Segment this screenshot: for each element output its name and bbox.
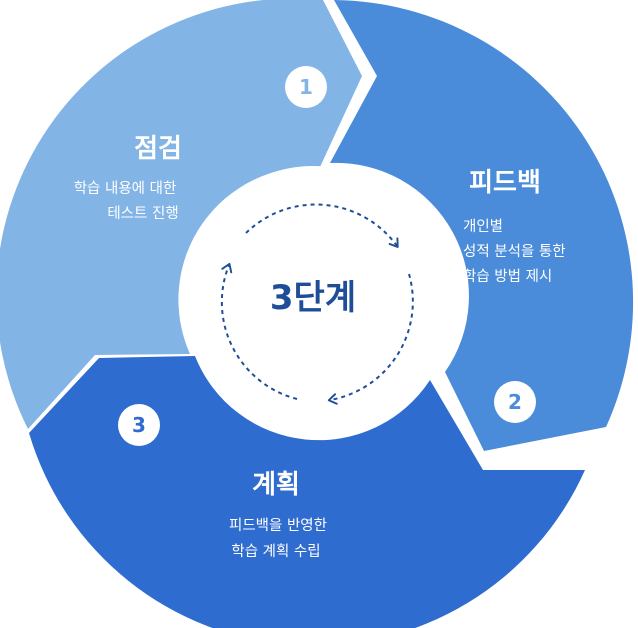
step-3-badge: 3 <box>118 404 160 446</box>
dashed-arrow-left <box>220 262 298 400</box>
step-1-badge: 1 <box>285 66 327 108</box>
step-3-title: 계획 <box>252 470 300 500</box>
step-3-desc-line-1: 피드백을 반영한 <box>229 517 327 534</box>
segment-feedback <box>330 0 634 451</box>
step-1-title: 점검 <box>134 134 182 164</box>
step-1-desc-line-1: 학습 내용에 대한 <box>74 180 177 197</box>
step-1-desc-line-2: 테스트 진행 <box>107 205 178 222</box>
center-title: 3단계 <box>270 278 356 318</box>
segment-plan <box>29 356 585 628</box>
segment-check <box>0 0 362 429</box>
dashed-arrow-right <box>327 273 414 405</box>
step-3-number: 3 <box>132 413 146 437</box>
step-2-badge: 2 <box>494 381 536 423</box>
step-1-number: 1 <box>299 75 313 99</box>
step-2-title: 피드백 <box>469 168 541 198</box>
step-3-desc-line-2: 학습 계획 수립 <box>231 543 320 560</box>
step-2-number: 2 <box>508 390 522 414</box>
step-2-desc-line-3: 학습 방법 제시 <box>463 268 552 285</box>
step-2-desc-line-2: 성적 분석을 통한 <box>463 243 566 260</box>
step-2-desc-line-1: 개인별 <box>463 218 503 235</box>
